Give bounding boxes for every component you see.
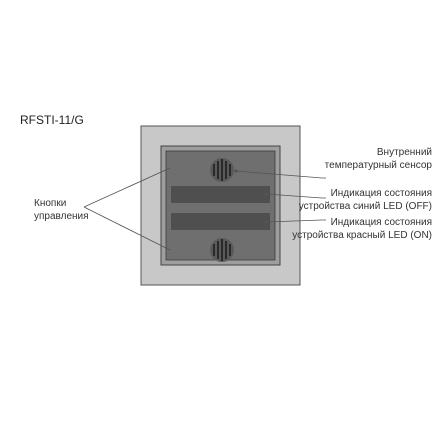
buttons-leader-bottom — [83, 206, 171, 251]
blue-led-leader — [265, 193, 326, 199]
leader-arrowheads — [234, 169, 268, 224]
model-title: RFSTI-11/G — [20, 113, 84, 127]
red-led-label: Индикация состояния устройства красный L… — [292, 217, 432, 241]
red-led-leader — [265, 219, 326, 223]
leader-lines — [83, 167, 326, 251]
buttons-leader-top — [83, 167, 171, 208]
blue-led-label: Индикация состояния устройства синий LED… — [298, 188, 432, 212]
bottom-grille — [210, 238, 234, 262]
red-led-strip — [171, 213, 270, 230]
sensor-leader — [235, 170, 326, 179]
blue-led-strip — [171, 186, 270, 203]
sensor-label: Внутренний температурный сенсор — [324, 147, 432, 171]
buttons-label: Кнопки управления — [34, 198, 89, 222]
temperature-sensor-grille — [210, 158, 234, 182]
